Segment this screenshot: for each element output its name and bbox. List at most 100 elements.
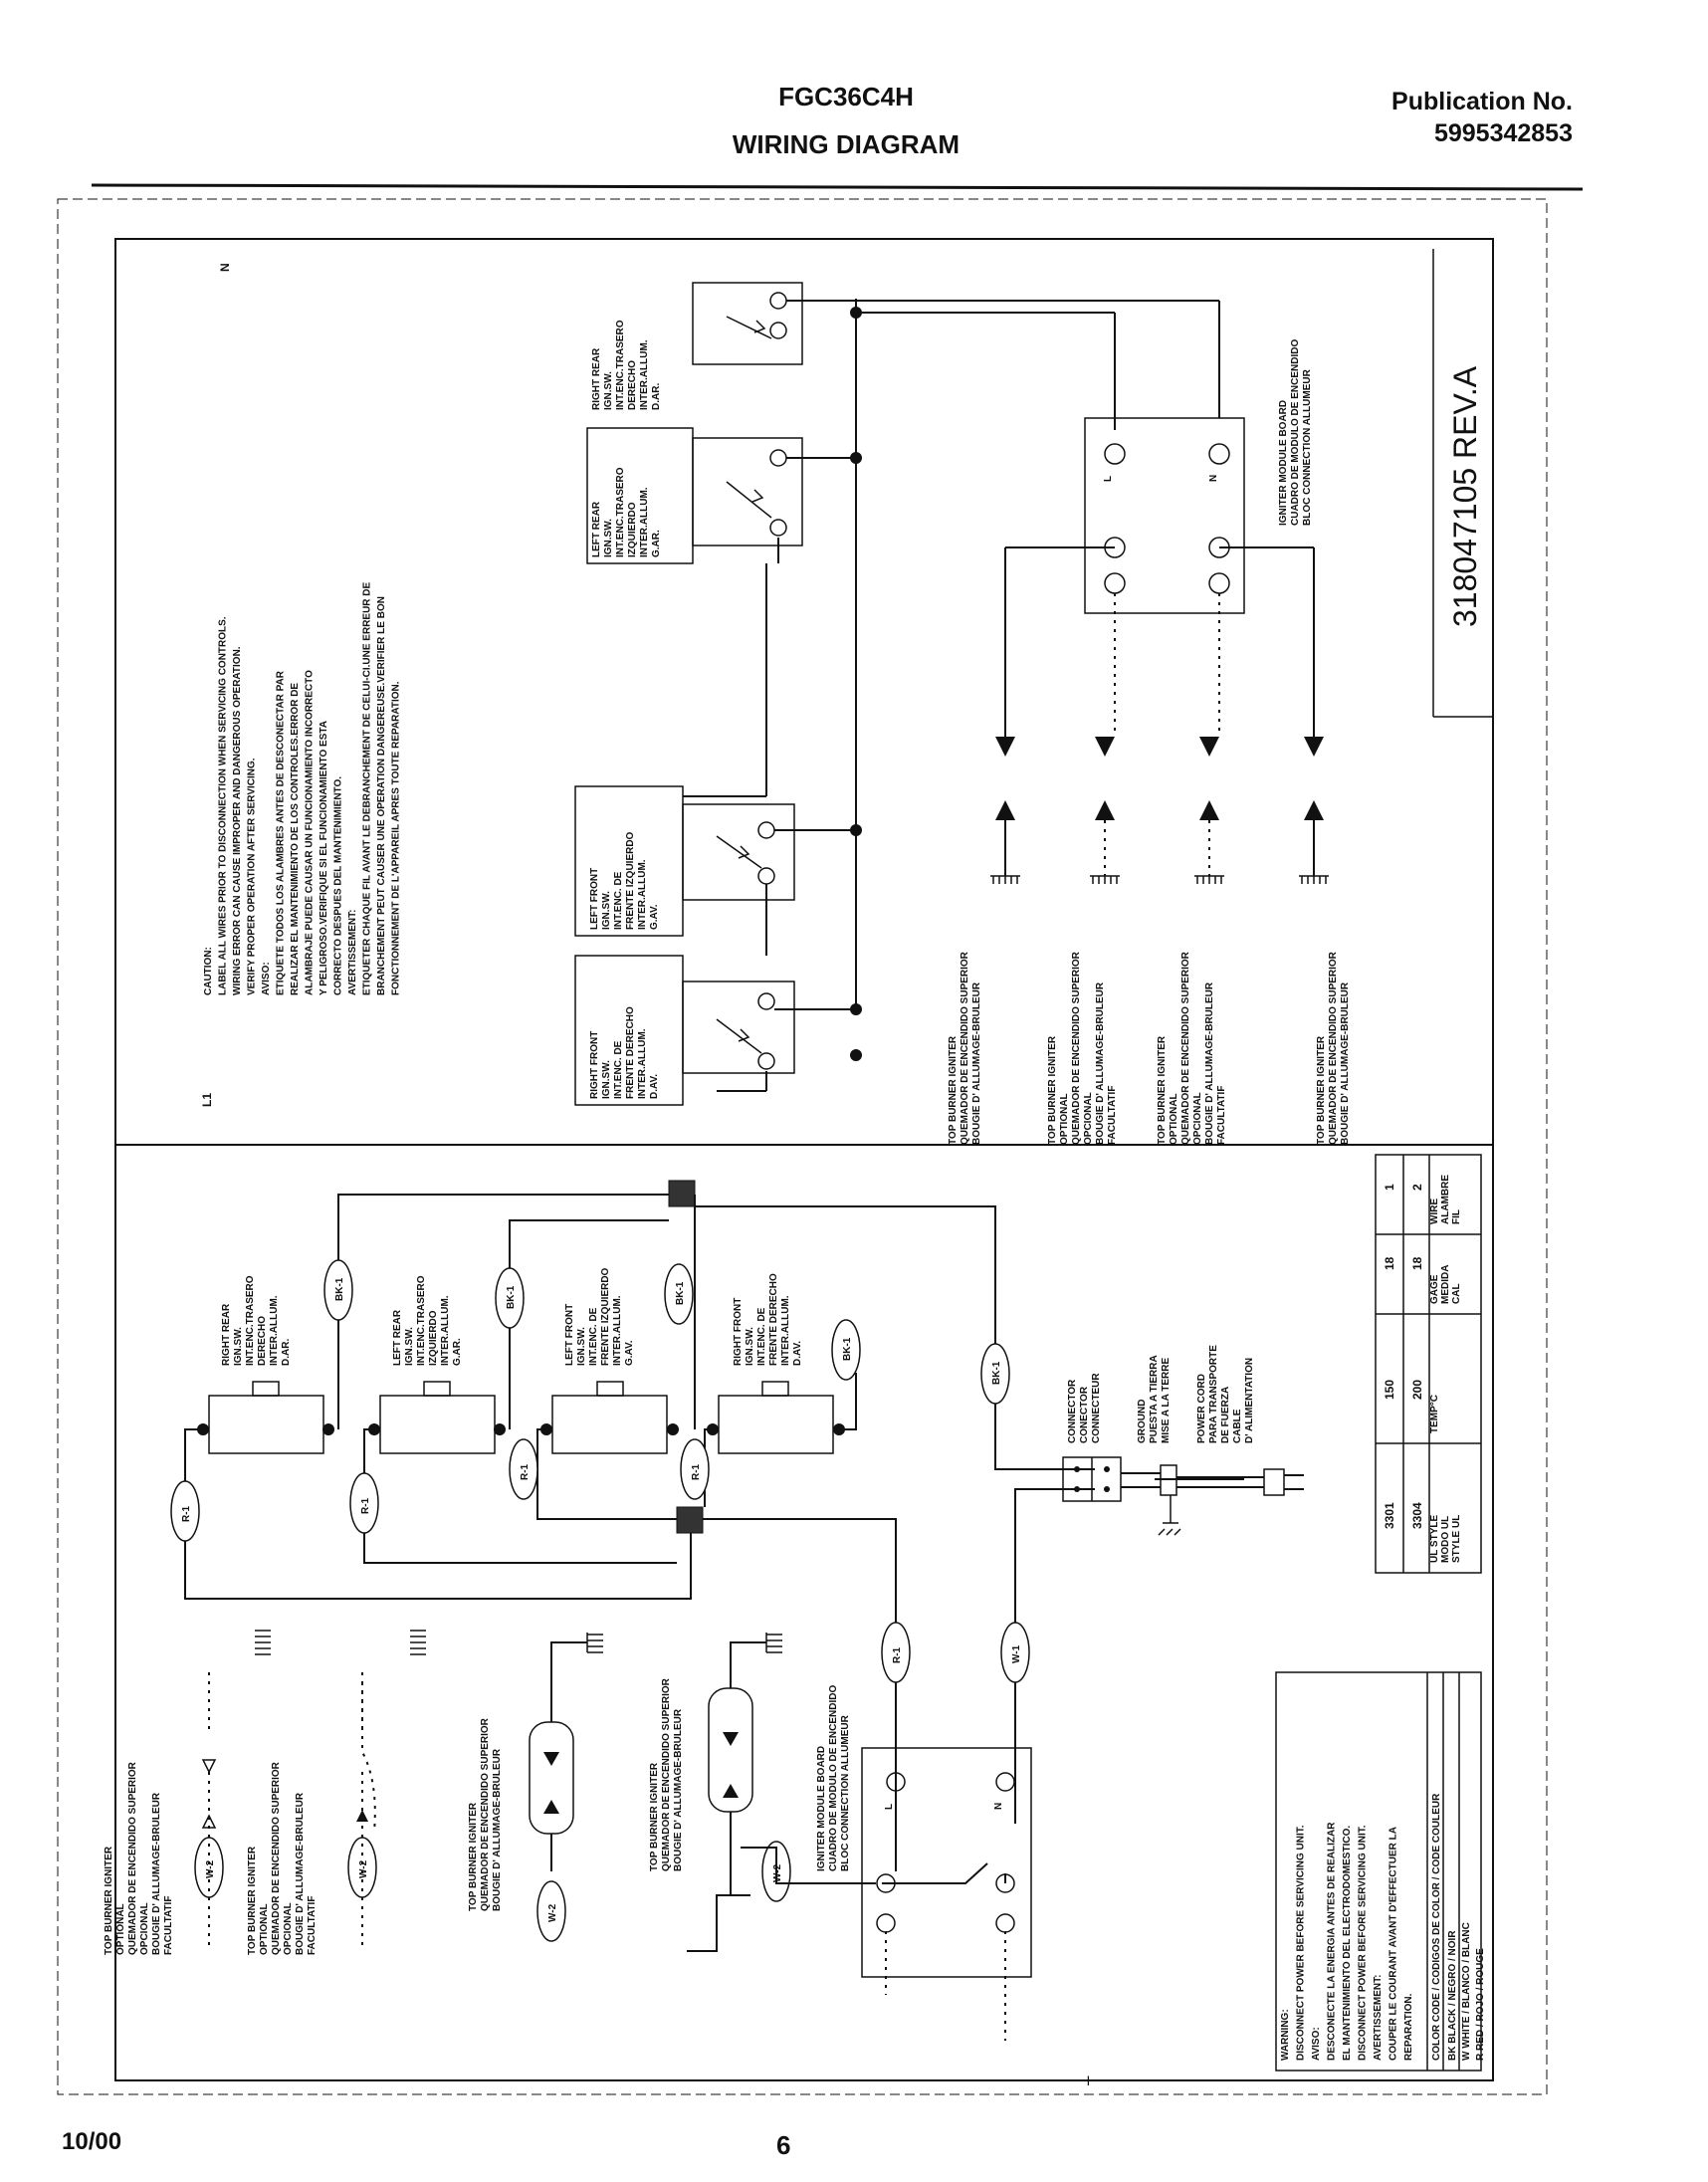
lower-switch-label-left-front-line: LEFT FRONT <box>564 1304 575 1366</box>
warning-text: WARNING:DISCONNECT POWER BEFORE SERVICIN… <box>1280 1822 1414 2061</box>
lower-switch-label-right-front-line: INTER.ALLUM. <box>780 1295 791 1366</box>
wire-tag-r1 <box>509 1438 538 1500</box>
module-board-label-upper-line: CUADRO DE MODULO DE ENCENDIDO <box>1290 339 1301 526</box>
top-igniter-label-2-line: FACULTATIF <box>1107 1086 1118 1145</box>
neutral-marker: N <box>218 263 232 272</box>
table-row-header-line: GAGE <box>1429 1274 1440 1304</box>
caution-text-line: REALIZAR EL MANTENIMIENTO DE LOS CONTROL… <box>290 683 301 995</box>
power-plug <box>1263 1468 1285 1496</box>
lower-switch-label-left-rear-line: LEFT REAR <box>392 1309 403 1366</box>
bottom-igniter-label-1-line: OPCIONAL <box>139 1902 150 1955</box>
switch-label-left-rear-line: INT.ENC.TRASERO <box>615 467 626 557</box>
table-row-header-line: CAL <box>1451 1283 1462 1304</box>
lower-switch-label-left-front-line: IGN.SW. <box>576 1327 587 1366</box>
wire-tag-r1 <box>170 1480 200 1542</box>
lower-switch-left-rear <box>379 1395 496 1454</box>
warning-text-line: DISCONNECT POWER BEFORE SERVICING UNIT. <box>1296 1825 1307 2061</box>
wire-tag-text: W-2 <box>205 1859 216 1878</box>
switch-label-left-front-line: G.AV. <box>649 904 660 930</box>
switch-label-right-front-line: IGN.SW. <box>601 1060 612 1099</box>
switch-box-right-front <box>682 981 795 1074</box>
module-board-label-lower-line: IGNITER MODULE BOARD <box>816 1746 827 1871</box>
table-col1-cell: 200 <box>1410 1380 1424 1400</box>
wire-tag-text: W-2 <box>547 1903 558 1922</box>
lower-switch-label-right-front-line: D.AV. <box>792 1341 803 1366</box>
wire-tag-text: BK-1 <box>334 1277 345 1301</box>
caution-text-line: Y PELIGROSO.VERIFIQUE SI EL FUNCIONAMIEN… <box>319 721 329 995</box>
top-igniter-label-2-line: OPTIONAL <box>1059 1093 1070 1145</box>
junction-bottom <box>676 1506 704 1534</box>
svg-text:|: | <box>1087 2075 1090 2086</box>
wire-spec-table <box>1375 1154 1482 1574</box>
wire-tag-text: W-1 <box>1011 1644 1022 1663</box>
switch-label-right-front-line: FRENTE DERECHO <box>625 1006 636 1099</box>
table-row-header-line: WIRE <box>1429 1199 1440 1224</box>
power-cord-label-line: PARA TRANSPORTE <box>1208 1345 1219 1443</box>
caution-text-line: AVERTISSEMENT: <box>347 910 358 996</box>
table-row-header-line: STYLE UL <box>1451 1515 1462 1563</box>
table-col1-cell-line: 18 <box>1410 1256 1424 1270</box>
color-code-heading: COLOR CODE / CODIGOS DE COLOR / CODE COU… <box>1431 1793 1442 2061</box>
table-col1-cell-line: 3304 <box>1410 1502 1424 1529</box>
lower-switch-label-right-front-line: INT.ENC. DE <box>756 1307 767 1366</box>
wire-tag-text: R-1 <box>181 1505 192 1522</box>
wire-tag-bk1 <box>831 1319 861 1381</box>
bottom-igniter-label-2-line: FACULTATIF <box>307 1896 318 1955</box>
top-igniter-label-3-line: FACULTATIF <box>1216 1086 1227 1145</box>
switch-label-right-rear-line: D.AR. <box>651 383 662 410</box>
wire-tag-text: BK-1 <box>991 1361 1002 1385</box>
publication-number: 5995342853 <box>1433 119 1573 147</box>
module-l-lower: L <box>884 1804 895 1810</box>
top-igniter-label-3-line: TOP BURNER IGNITER <box>1157 1035 1168 1145</box>
caution-text-line: BRANCHEMENT PEUT CAUSER UNE OPERATION DA… <box>376 596 387 995</box>
bottom-igniter-label-3-line: QUEMADOR DE ENCENDIDO SUPERIOR <box>480 1717 491 1911</box>
top-igniter-label-1-line: BOUGIE D' ALLUMAGE-BRULEUR <box>971 982 982 1145</box>
wire-tag-w2 <box>536 1880 566 1942</box>
table-col2-cell-line: 1 <box>1383 1184 1396 1191</box>
table-col1-cell: 18 <box>1410 1256 1424 1270</box>
top-igniter-label-1-line: TOP BURNER IGNITER <box>948 1035 959 1145</box>
page-number: 6 <box>776 2130 791 2160</box>
bottom-igniter-label-1-line: QUEMADOR DE ENCENDIDO SUPERIOR <box>127 1761 138 1955</box>
switch-label-left-front-line: LEFT FRONT <box>589 868 600 930</box>
wire-tag-r1 <box>680 1438 710 1500</box>
table-row-header-line: MODO UL <box>1440 1516 1451 1563</box>
lower-switch-label-left-rear-line: IGN.SW. <box>404 1327 415 1366</box>
wire-tag-w1 <box>1000 1622 1030 1683</box>
table-row-header-line: FIL <box>1451 1209 1462 1224</box>
lower-switch-label-left-rear-line: IZQUIERDO <box>428 1310 439 1366</box>
strain-relief <box>1160 1464 1177 1496</box>
top-igniter-label-2-line: OPCIONAL <box>1083 1092 1094 1145</box>
top-igniter-label-3-line: BOUGIE D' ALLUMAGE-BRULEUR <box>1204 982 1215 1145</box>
table-col1-cell-line: 200 <box>1410 1380 1424 1400</box>
wire-tag-text: R-1 <box>892 1646 903 1663</box>
switch-label-left-front-line: FRENTE IZQUIERDO <box>625 831 636 930</box>
power-cord-label-line: D' ALIMENTATION <box>1244 1358 1255 1443</box>
lower-switch-right-rear <box>208 1395 324 1454</box>
lower-switch-label-right-rear-line: INTER.ALLUM. <box>269 1295 280 1366</box>
table-col1-cell-line: 2 <box>1410 1184 1424 1191</box>
wire-tag-text: R-1 <box>691 1463 702 1480</box>
table-row-header-line: TEMP°C <box>1429 1395 1440 1433</box>
bottom-igniter-label-3-line: BOUGIE D' ALLUMAGE-BRULEUR <box>492 1748 503 1911</box>
wire-tag-r1 <box>349 1472 379 1534</box>
lower-switch-label-right-front-line: FRENTE DERECHO <box>768 1273 779 1366</box>
caution-text-line: WIRING ERROR CAN CAUSE IMPROPER AND DANG… <box>232 646 243 995</box>
table-col2-cell: 1 <box>1383 1184 1396 1191</box>
switch-label-left-rear-line: LEFT REAR <box>591 501 602 557</box>
wire-tag-text: R-1 <box>520 1463 531 1480</box>
wire-tag-text: BK-1 <box>675 1281 686 1305</box>
table-col2-cell: 150 <box>1383 1380 1396 1400</box>
footer-date: 10/00 <box>62 2128 122 2155</box>
